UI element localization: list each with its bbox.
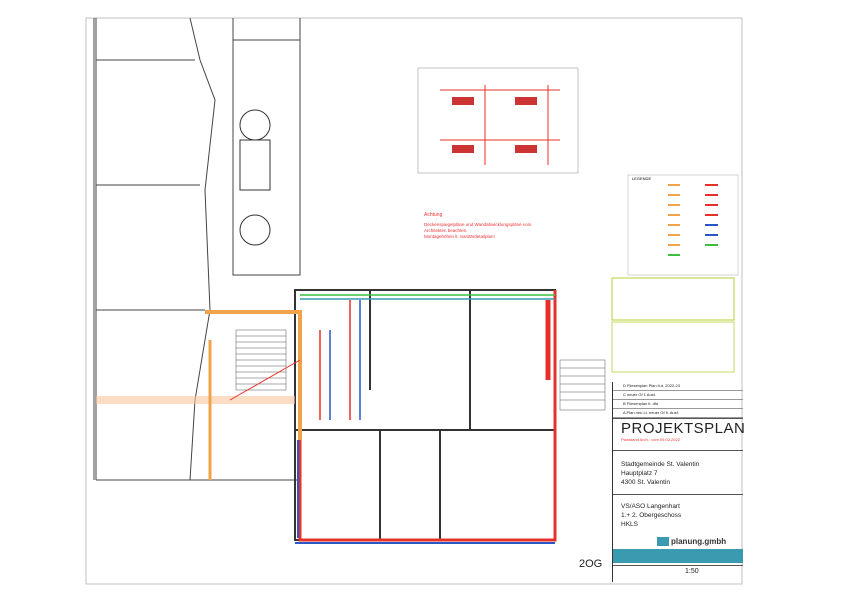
revision-table: D Fliesenplan Plan lt.d. 2022-23 C neuer… xyxy=(613,382,743,418)
company-name: planung.gmbh xyxy=(671,537,727,546)
company-logo: planung.gmbh xyxy=(657,537,737,551)
client-address: Stadtgemeinde St. Valentin Hauptplatz 7 … xyxy=(621,460,699,487)
tank-1 xyxy=(239,109,271,141)
left-wing-walls xyxy=(93,17,301,481)
tank-2 xyxy=(239,214,271,246)
warning-line-3: Montagehöhen lt. Sanitärdetailplan! xyxy=(424,234,495,239)
client-street: Hauptplatz 7 xyxy=(621,470,658,477)
project-name: VS/ASO Langenhart xyxy=(621,503,680,510)
client-name: Stadtgemeinde St. Valentin xyxy=(621,461,700,468)
legend-title: LEGENDE xyxy=(632,176,652,181)
title-block: D Fliesenplan Plan lt.d. 2022-23 C neuer… xyxy=(612,382,746,582)
plan-title: PROJEKTSPLAN xyxy=(621,420,746,437)
warning-line-2: Architekten beachten. xyxy=(424,228,468,233)
project-info: VS/ASO Langenhart 1.+ 2. Obergeschoss HK… xyxy=(621,502,681,529)
company-band xyxy=(613,549,743,563)
legend-box xyxy=(627,174,739,276)
warning-note: Achtung Deckenspiegelpläne und Wandabwic… xyxy=(424,212,531,240)
revision-row: A Plan neu Lt. neuer Gf lt. Ausf. xyxy=(613,409,743,418)
revision-row: C neuer Gf 1 Ausf. xyxy=(613,391,743,400)
plan-subtitle: Planstand Arch.: vom 09.02.2022 xyxy=(621,437,680,442)
client-city: 4300 St. Valentin xyxy=(621,479,671,486)
project-discipline: HKLS xyxy=(621,521,638,528)
warning-heading: Achtung xyxy=(424,212,443,218)
revision-row: D Fliesenplan Plan lt.d. 2022-23 xyxy=(613,382,743,391)
project-floors: 1.+ 2. Obergeschoss xyxy=(621,512,682,519)
warning-line-1: Deckenspiegelpläne und Wandabwicklungspl… xyxy=(424,222,532,227)
revision-row: B Fliesenplan lt. dfd xyxy=(613,400,743,409)
scale-label: 1:50 xyxy=(685,568,699,575)
floor-label: 2OG xyxy=(579,558,603,570)
